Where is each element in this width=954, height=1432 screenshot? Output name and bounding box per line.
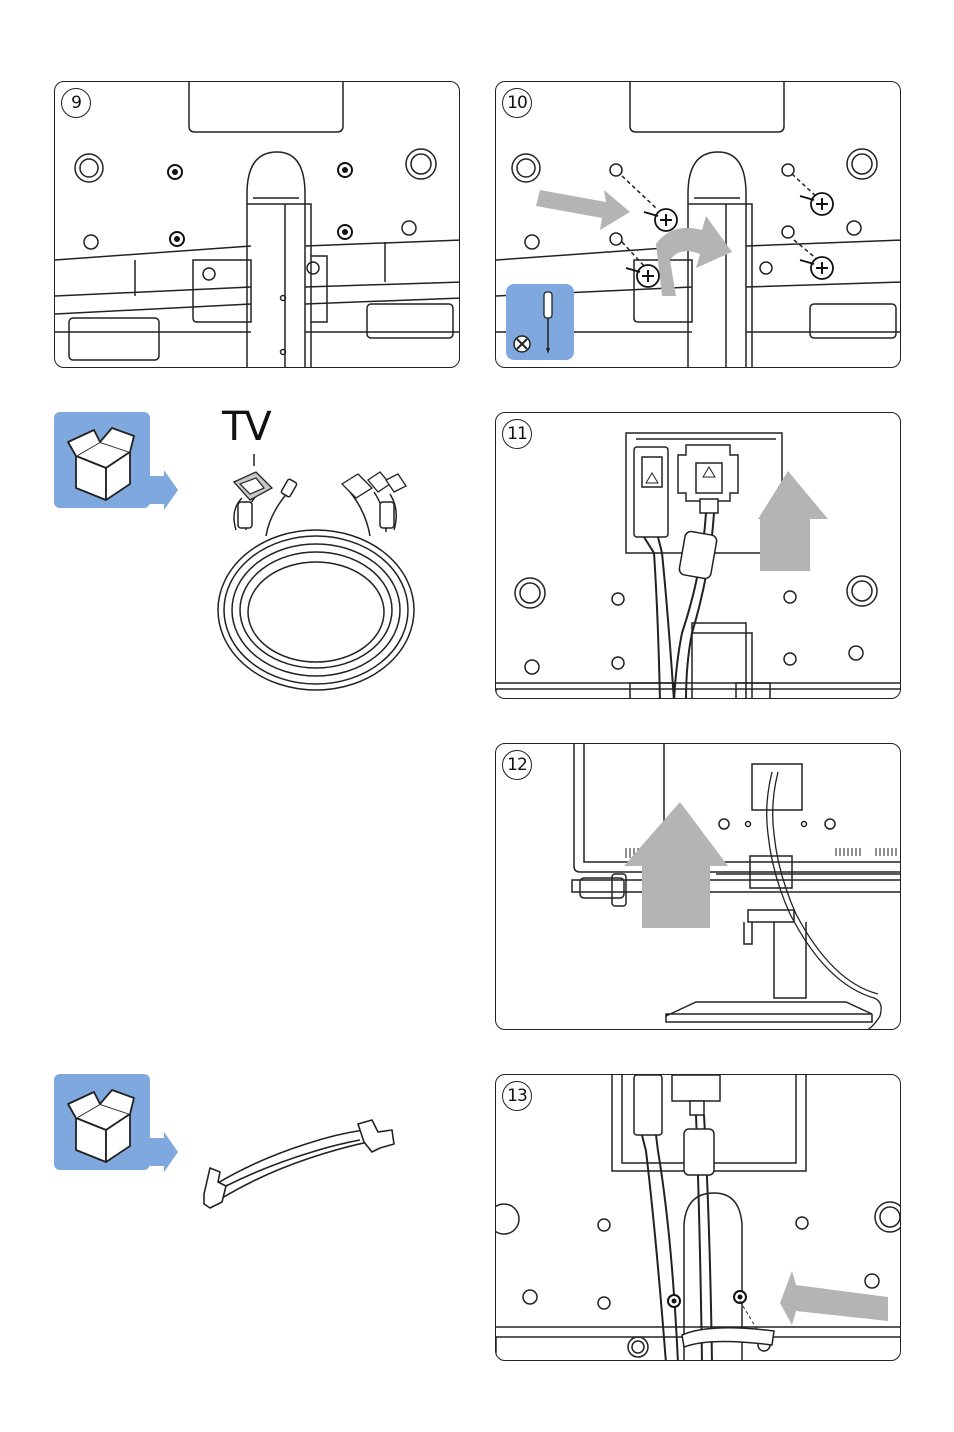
step-11-illustration (496, 413, 901, 699)
step-9-panel: 9 (54, 81, 460, 368)
step-13-panel: 13 (495, 1074, 901, 1361)
step-number: 11 (502, 419, 532, 449)
up-arrow-icon (758, 471, 828, 571)
package-box-tile-clip (54, 1074, 180, 1180)
step-12-illustration (496, 744, 901, 1030)
step-number: 9 (61, 88, 91, 118)
step-10-illustration (496, 82, 901, 368)
screwdriver-tile (506, 284, 574, 360)
cable-coil-illustration (200, 450, 440, 700)
step-number: 10 (502, 88, 532, 118)
package-box-icon (54, 1074, 180, 1180)
tv-label: TV (222, 404, 270, 450)
step-13-illustration (496, 1075, 901, 1361)
step-9-illustration (55, 82, 460, 368)
package-box-icon (54, 412, 180, 518)
step-number: 12 (502, 750, 532, 780)
no-entry-icon (514, 336, 530, 352)
highlighted-connector (234, 472, 272, 500)
package-box-tile-cables (54, 412, 180, 518)
step-12-panel: 12 (495, 743, 901, 1030)
step-10-panel: 10 (495, 81, 901, 368)
step-11-panel: 11 (495, 412, 901, 699)
up-arrow-icon (624, 802, 728, 928)
step-number: 13 (502, 1081, 532, 1111)
cable-clip-illustration (196, 1112, 400, 1216)
